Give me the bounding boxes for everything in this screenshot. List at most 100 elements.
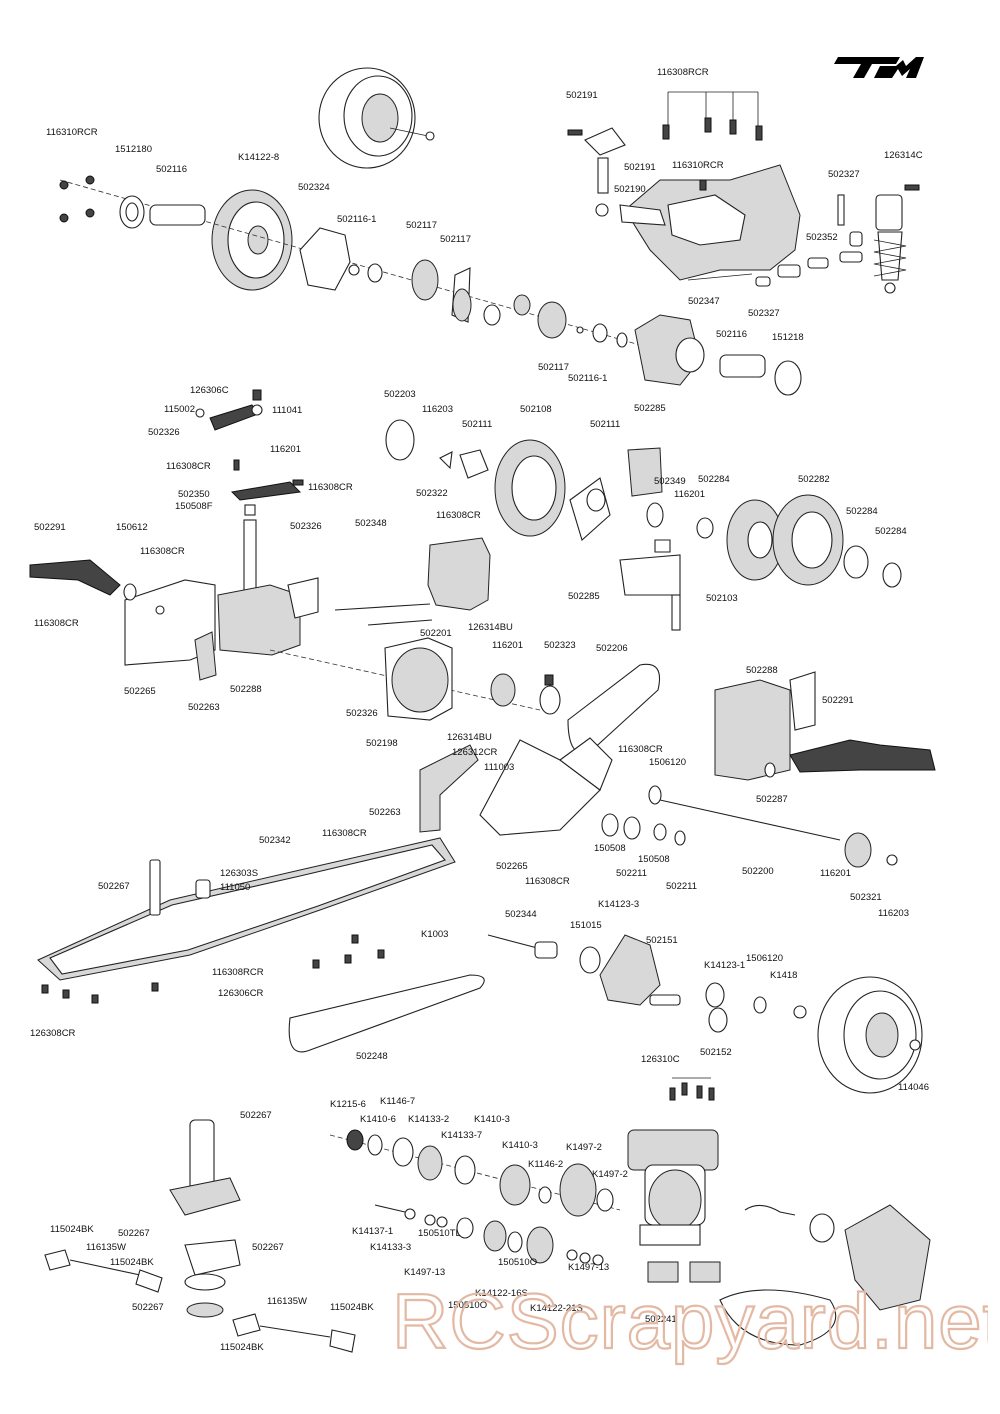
part-label: K1497-13 [404,1267,445,1278]
crank-parts [374,1204,604,1266]
brace-502265 [479,737,613,836]
arm-502291 [29,559,121,596]
part-label: 502248 [356,1051,388,1062]
steering-knuckle [599,934,661,1006]
chassis-plate-502342 [37,837,456,981]
part-label: 502326 [148,427,180,438]
part-label: 502288 [230,684,262,695]
part-label: 502265 [124,686,156,697]
pulley-plate-502201 [384,637,453,721]
part-label: 116310RCR [46,127,98,138]
shock-tower-assembly [567,91,801,281]
part-label: 502287 [756,794,788,805]
part-label: 502241 [645,1314,677,1325]
part-label: 502116-1 [337,214,376,225]
part-label: K14122-21S [530,1303,583,1314]
part-label: K1497-2 [566,1142,602,1153]
belt-pulley-502323 [490,673,561,715]
part-label: 502326 [346,708,378,719]
part-label: 116308CR [140,546,185,557]
part-label: 502285 [568,591,600,602]
part-label: 502350 [178,489,210,500]
mount-502263 [194,631,217,681]
spur-pulley-large [211,189,293,291]
part-label: 502117 [406,220,437,231]
part-label: 115024BK [330,1302,374,1313]
part-label: 116308CR [34,618,79,629]
part-label: K1146-2 [528,1159,563,1170]
part-label: 502206 [596,643,628,654]
part-label: 502291 [822,695,854,706]
part-label: 116203 [878,908,909,919]
clutch-shoes-502285 [619,539,681,631]
front-arm-502291 [764,739,936,778]
part-label: 502211 [666,881,697,892]
driveshaft-502200 [601,785,898,868]
part-label: 502116 [716,329,747,340]
servo-plate-502265 [124,579,216,666]
drive-belt-502206 [567,663,661,754]
part-label: K14122-8 [238,152,279,163]
part-label: K14133-3 [370,1242,411,1253]
part-label: 116201 [674,489,705,500]
part-label: 1506120 [649,757,686,768]
part-label: 502267 [118,1228,150,1239]
slipper-502203 [385,419,489,479]
hub-parts [649,982,807,1033]
part-label: K1410-3 [502,1140,538,1151]
part-label: 116308RCR [212,967,264,978]
part-label: 502191 [566,90,598,101]
part-label: 116201 [270,444,301,455]
part-label: 502191 [624,162,656,173]
top-brace-502322 [427,537,491,611]
front-wheel [817,976,923,1094]
part-label: 502327 [828,169,860,180]
part-label: 502284 [875,526,907,537]
part-label: K14122-16S [475,1288,528,1299]
part-label: K1410-3 [474,1114,510,1125]
steering-post [169,1119,241,1318]
part-label: K14123-1 [704,960,745,971]
part-label: 126314BU [447,732,492,743]
part-label: 116308CR [525,876,570,887]
part-label: 502267 [252,1242,284,1253]
bearing-150612 [123,583,137,601]
part-label: 502267 [132,1302,164,1313]
part-label: 502322 [416,488,448,499]
part-label: 502323 [544,640,576,651]
part-label: 150510O [448,1300,487,1311]
part-label: 502348 [355,518,387,529]
watermark: RCScrapyard.net [391,1276,988,1366]
brand-logo [834,57,924,78]
shock-mount-parts [687,194,863,287]
part-label: 126314BU [468,622,513,633]
part-label: 502284 [698,474,730,485]
part-label: 502190 [614,184,646,195]
part-label: 114046 [898,1082,929,1093]
part-label: 111050 [220,882,250,893]
part-label: 502284 [846,506,878,517]
part-label: 502211 [616,868,647,879]
part-label: 502263 [369,807,401,818]
part-label: 502267 [240,1110,272,1121]
engine-block [627,1077,721,1283]
part-label: 111003 [484,762,514,773]
part-label: K14133-7 [441,1130,482,1141]
exhaust-pipe [719,1204,931,1346]
clutch-shoe-parts [569,447,714,541]
linkage-rods [44,1249,356,1353]
part-label: 116308CR [166,461,211,472]
front-bulkhead-502288 [714,671,816,781]
diff-gears [348,259,628,348]
part-label: 150508F [175,501,213,512]
part-label: 502203 [384,389,416,400]
part-label: 502352 [806,232,838,243]
part-label: 502349 [654,476,686,487]
part-label: 126306CR [218,988,264,999]
steering-arm [195,389,263,431]
part-label: 502108 [520,404,552,415]
servo-saver-arm [230,459,304,621]
part-label: 126314C [884,150,923,161]
part-label: 116308CR [308,482,353,493]
